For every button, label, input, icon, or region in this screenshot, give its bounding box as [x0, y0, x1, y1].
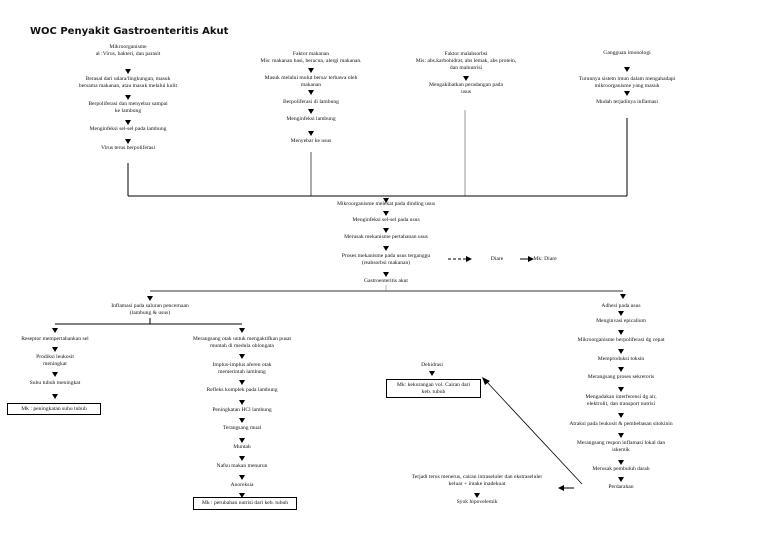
flow-node: Perdarahan [608, 484, 634, 490]
flow-node: Syok hipovelemik [456, 499, 498, 505]
arrow-down-icon [125, 139, 131, 144]
flow-node: Suhu tubuh meningkat [29, 380, 81, 386]
flow-node: Dehidrasi [421, 362, 443, 368]
arrow-down-icon [308, 109, 314, 114]
arrow-down-icon [52, 347, 58, 352]
arrow-down-icon [239, 380, 245, 385]
flow-node: Mudah terjadinya inflamasi [596, 99, 658, 105]
arrow-down-icon [383, 211, 389, 216]
flow-node: Prodiksi leukosit meningkat [36, 354, 74, 367]
flow-node: Merangsang proses sekretoris [587, 374, 655, 380]
flow-node: Mikroorganisme melekat pada dinding usus [336, 201, 436, 207]
arrow-down-icon [618, 387, 624, 392]
arrow-down-icon [125, 95, 131, 100]
arrow-down-icon [383, 228, 389, 233]
arrow-down-icon [147, 296, 153, 301]
arrow-down-icon [52, 372, 58, 377]
flow-node: Inflamasi pada saluran pencernaan (lambu… [111, 303, 189, 316]
flow-node: Refleks komplek pada lambung [206, 387, 278, 393]
flow-node: Anoreksia [230, 482, 254, 488]
flow-node: Faktor malabsorbsi Mis: abs.karbohidrat,… [415, 51, 517, 71]
flow-node: Faktor makanan Mis: makanan basi, beracu… [260, 51, 362, 64]
flow-node: Berasal dari udara/lingkungan, masuk ber… [78, 76, 178, 89]
arrow-down-icon [474, 493, 480, 498]
flow-node: Mk: Diare [533, 256, 557, 262]
arrow-down-icon [308, 68, 314, 73]
arrow-down-icon [239, 400, 245, 405]
arrow-down-icon [125, 120, 131, 125]
flow-node: Memproduksi toksin [597, 356, 645, 362]
arrow-down-icon [618, 413, 624, 418]
flow-node: Atraksi pada leukosit & pembebasan sitok… [569, 421, 673, 427]
flow-node: Diare [490, 256, 504, 262]
arrow-down-icon [383, 246, 389, 251]
flow-node: Menyebar ke usus [290, 138, 332, 144]
flow-node: Terangsang mual [222, 425, 262, 431]
flow-node: Mengadakan interferensi dg air, elektrol… [585, 394, 657, 407]
arrow-down-icon [618, 349, 624, 354]
flow-node: Berpoliferasi di lambung [283, 99, 339, 105]
flow-node: Menginfeksi sel-sel pada usus [352, 217, 420, 223]
flow-node: Merangsang otak untuk mengaktifkan pusat… [192, 336, 292, 349]
flow-node: Proses mekanisme pada usus terganggu (re… [341, 253, 431, 266]
flow-node: Menginvasi epicalium [596, 318, 646, 324]
flow-node: Nafsu makan menurun [216, 463, 268, 469]
flow-node: Menginfeksi sel-sel pada lambung [89, 126, 167, 132]
arrow-down-icon [618, 367, 624, 372]
flow-node: Berpoliferasi dan menyebar sampai ke lam… [88, 101, 168, 114]
arrow-down-icon [239, 438, 245, 443]
arrow-down-icon [52, 394, 58, 399]
flow-node: Muntah [233, 444, 251, 450]
arrow-down-icon [308, 131, 314, 136]
arrow-down-icon [239, 418, 245, 423]
arrow-down-icon [618, 330, 624, 335]
flow-node: Mikroorganisme al :Virus, bakteri, dan p… [95, 44, 161, 57]
flow-node: Menginfeksi lambung [286, 116, 336, 122]
flow-node: Mikroorganisme berpoliferasi dg cepat [577, 337, 665, 343]
flow-node: Reseptor mempertahankan sel [21, 336, 89, 342]
flow-node: Merusak pembuluh darah [592, 466, 650, 472]
flow-node: Turunnya sistem imun dalam mengahadapi m… [578, 76, 676, 89]
flow-node: Peningkatan HCl lambung [212, 407, 272, 413]
arrow-down-icon [618, 311, 624, 316]
flow-node: Mengakibatkan peradangan pada usus [429, 82, 503, 95]
flow-node: Implus-implus aferen otak memerintah lam… [212, 362, 272, 375]
arrow-down-icon [618, 433, 624, 438]
flow-node: Masuk melalui mulut bersa/ terbawa oleh … [264, 75, 358, 88]
nursing-diagnosis-box: Mk : perubahan nutrisi dari keb. tubuh [193, 497, 297, 510]
flow-node: Virus terus berpoliferasi [100, 145, 156, 151]
nursing-diagnosis-box: Mk : peningkatan suhu tubuh [7, 403, 101, 415]
arrow-down-icon [239, 354, 245, 359]
arrow-down-icon [463, 76, 469, 81]
flow-node: Merangsang respon inflamasi lokal dan is… [576, 440, 666, 453]
arrow-down-icon [383, 198, 389, 203]
arrow-down-icon [239, 456, 245, 461]
arrow-down-icon [239, 328, 245, 333]
nursing-diagnosis-box: Mk: kekurangan vol. Cairan dari keb. tub… [386, 379, 481, 398]
arrow-down-icon [239, 493, 245, 498]
arrow-down-icon [52, 328, 58, 333]
flow-node: Terjadi terus menerus, cairan intraselul… [411, 474, 543, 487]
arrow-down-icon [624, 91, 630, 96]
diagram-title: WOC Penyakit Gastroenteritis Akut [30, 26, 229, 37]
flow-node: Gangguan imonologi [603, 50, 651, 56]
arrow-down-icon [624, 67, 630, 72]
arrow-down-icon [125, 69, 131, 74]
flow-node: Merusak mekanisme pertahanan usus [344, 234, 428, 240]
arrow-down-icon [620, 294, 626, 299]
arrow-down-icon [618, 460, 624, 465]
flow-node: Adhesi pada usus [601, 303, 641, 309]
arrow-down-icon [308, 90, 314, 95]
arrow-down-icon [618, 477, 624, 482]
arrow-down-icon [429, 371, 435, 376]
arrow-down-icon [239, 475, 245, 480]
arrow-down-icon [383, 272, 389, 277]
flow-node: Gastroenteritis akut [364, 278, 408, 284]
